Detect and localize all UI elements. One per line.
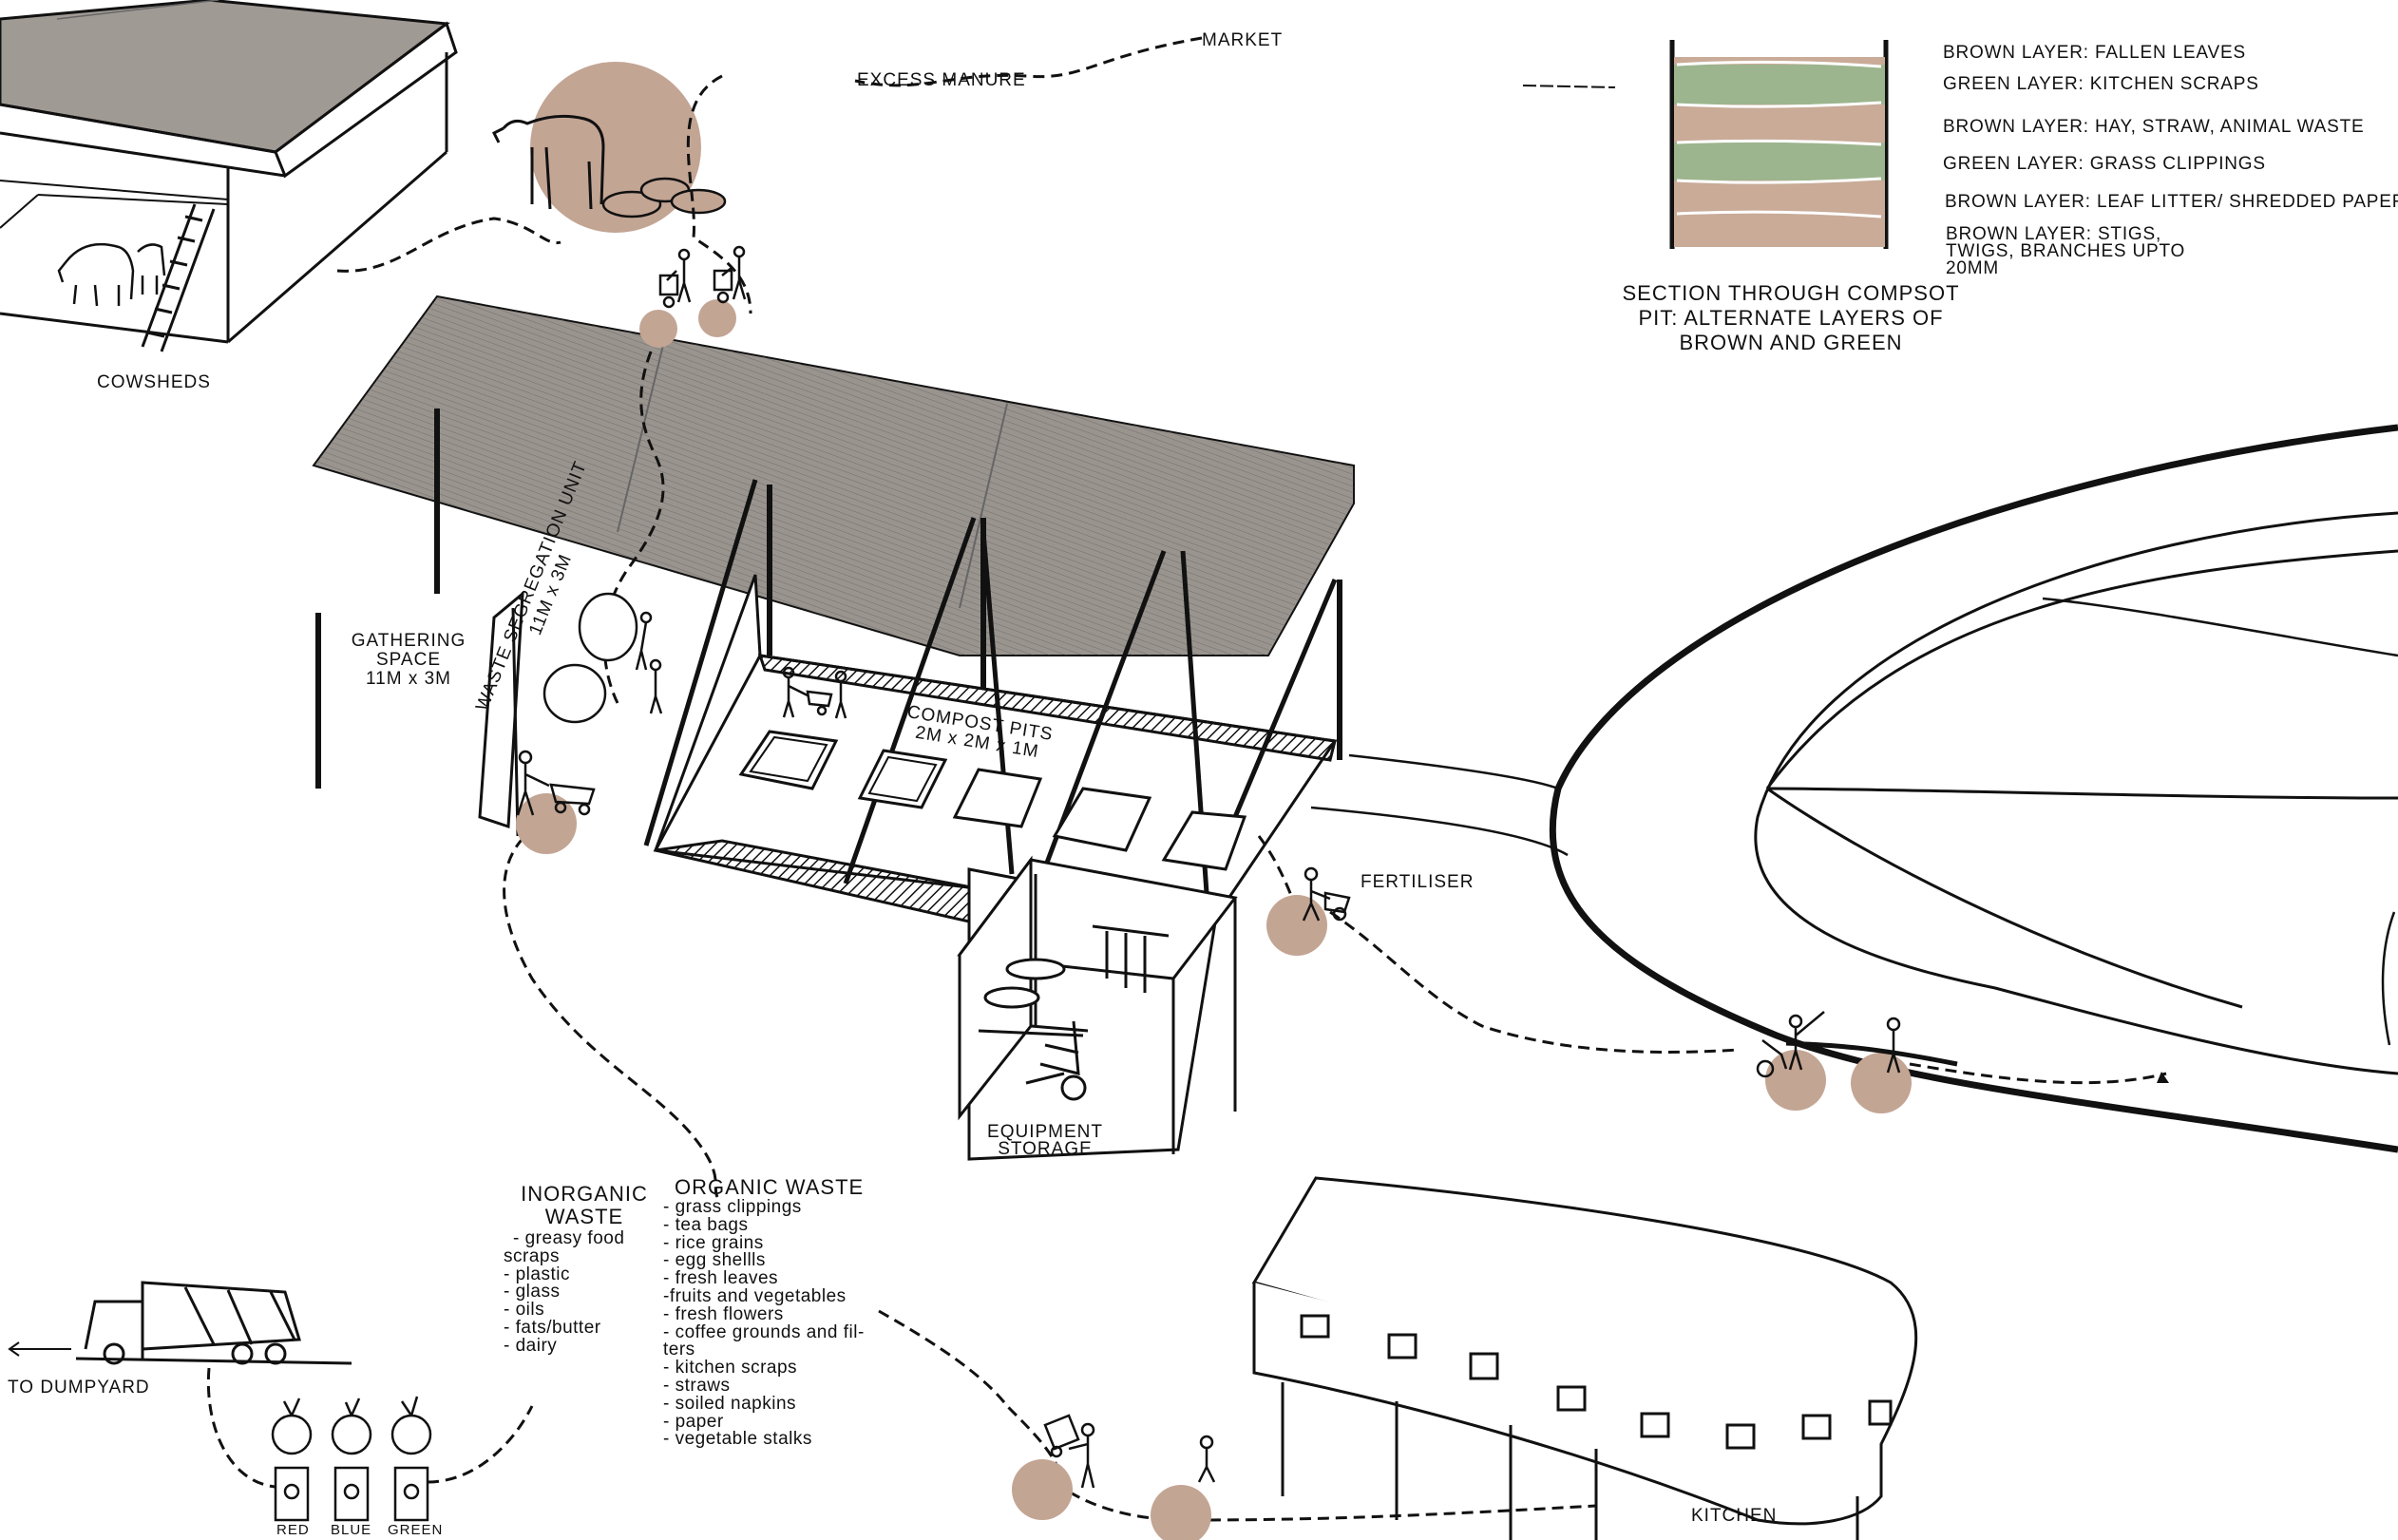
- gathering-space-label: GATHERING SPACE 11M x 3M: [347, 632, 470, 689]
- excess-manure-label: EXCESS MANURE: [857, 70, 1026, 91]
- layer-kitchen-scraps: [1674, 65, 1885, 105]
- compost-shed-roof: [314, 296, 1354, 656]
- layer-grass-clippings: [1674, 143, 1885, 182]
- access-road: [1311, 755, 1568, 855]
- section-title: SECTION THROUGH COMPSOT PIT: ALTERNATE L…: [1620, 281, 1962, 355]
- list-item: -fruits and vegetables: [663, 1288, 865, 1306]
- bin-label-blue: BLUE: [331, 1522, 371, 1538]
- section-title-line2: PIT: ALTERNATE LAYERS OF: [1620, 306, 1962, 331]
- legend-layer-4: GREEN LAYER: GRASS CLIPPINGS: [1943, 154, 2266, 175]
- kitchen-label: KITCHEN: [1691, 1506, 1777, 1527]
- recycle-bins: [273, 1397, 430, 1520]
- layer-twigs: [1674, 214, 1885, 247]
- inorganic-title-line1: INORGANIC: [513, 1183, 656, 1206]
- bin-label-red: RED: [276, 1522, 310, 1538]
- equipment-storage-line2: STORAGE: [983, 1141, 1107, 1158]
- list-item: - fats/butter: [504, 1320, 624, 1338]
- equipment-storage-label: EQUIPMENT STORAGE: [983, 1124, 1107, 1158]
- kitchen-building: [1254, 1178, 1916, 1540]
- field-boundary: [1552, 428, 2398, 1150]
- cowshed-building: [0, 0, 456, 342]
- list-item: scraps: [504, 1248, 624, 1266]
- market-label: MARKET: [1202, 30, 1283, 51]
- person-with-cart-icon: [518, 751, 594, 815]
- list-item: - soiled napkins: [663, 1396, 865, 1414]
- layer-hay-straw: [1674, 105, 1885, 144]
- section-title-line1: SECTION THROUGH COMPSOT: [1620, 281, 1962, 306]
- compost-section-diagram: [1523, 40, 1886, 249]
- garbage-truck-icon: [76, 1283, 352, 1363]
- list-item: - dairy: [504, 1338, 624, 1356]
- person-icon: [637, 613, 661, 713]
- organic-list: - grass clippings - tea bags - rice grai…: [663, 1199, 865, 1449]
- ladder-icon: [143, 204, 214, 352]
- fertiliser-label: FERTILISER: [1361, 872, 1474, 893]
- person-with-cart-icon: [660, 247, 745, 307]
- layer-leaf-litter: [1674, 181, 1885, 214]
- list-item: - vegetable stalks: [663, 1431, 865, 1449]
- inorganic-title-line2: WASTE: [513, 1206, 656, 1228]
- inorganic-title: INORGANIC WASTE: [513, 1183, 656, 1228]
- gathering-space-dims: 11M x 3M: [347, 670, 470, 689]
- to-dumpyard-label: TO DUMPYARD: [8, 1378, 150, 1398]
- waste-bags-icon: [544, 594, 637, 722]
- bin-label-green: GREEN: [388, 1522, 443, 1538]
- legend-layer-5: BROWN LAYER: LEAF LITTER/ SHREDDED PAPER: [1945, 192, 2398, 213]
- inorganic-list: - greasy food scraps - plastic - glass -…: [504, 1230, 624, 1356]
- list-item: - tea bags: [663, 1217, 865, 1235]
- cowsheds-label: COWSHEDS: [97, 372, 211, 393]
- legend-layer-2: GREEN LAYER: KITCHEN SCRAPS: [1943, 74, 2259, 95]
- list-item: - fresh flowers: [663, 1306, 865, 1324]
- kitchen-workers-icon: [1045, 1416, 1214, 1488]
- list-item: - straws: [663, 1378, 865, 1396]
- section-title-line3: BROWN AND GREEN: [1620, 331, 1962, 355]
- legend-layer-6: BROWN LAYER: STIGS, TWIGS, BRANCHES UPTO…: [1946, 226, 2221, 277]
- list-item: - grass clippings: [663, 1199, 865, 1217]
- cow-icon: [59, 244, 164, 306]
- list-item: - greasy food: [504, 1230, 624, 1248]
- gathering-space-title: GATHERING SPACE: [347, 632, 470, 670]
- arrow-left-icon: [10, 1342, 71, 1356]
- legend-layer-3: BROWN LAYER: HAY, STRAW, ANIMAL WASTE: [1943, 117, 2364, 138]
- legend-layer-1: BROWN LAYER: FALLEN LEAVES: [1943, 43, 2246, 64]
